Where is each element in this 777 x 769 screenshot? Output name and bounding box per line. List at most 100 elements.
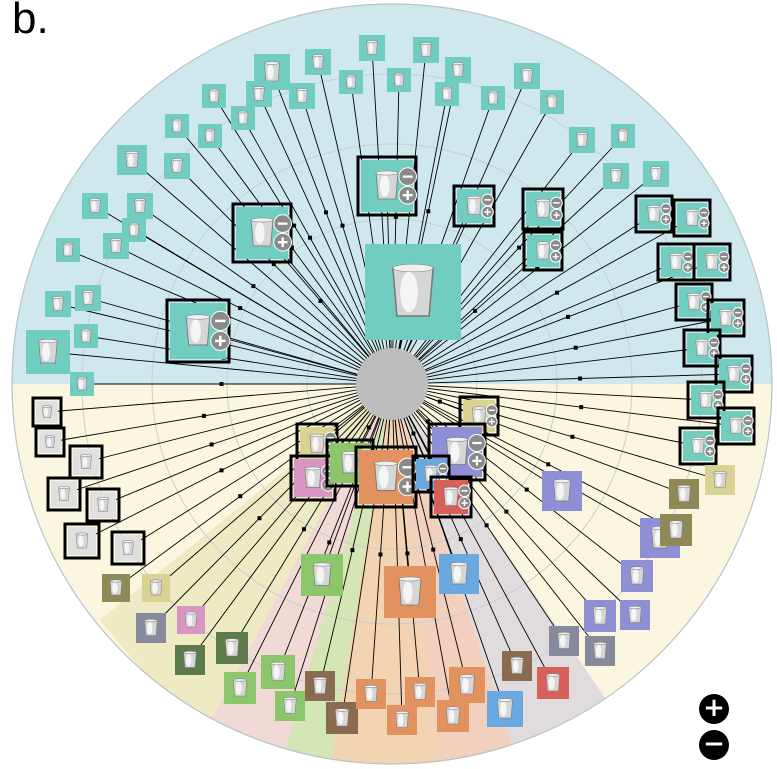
- expand-plus-icon[interactable]: [398, 185, 418, 205]
- zoom-controls[interactable]: + −: [696, 694, 732, 762]
- thumbnail-node-66[interactable]: [102, 574, 130, 602]
- subtree-node-39[interactable]: [634, 194, 674, 234]
- collapse-minus-icon[interactable]: [273, 214, 293, 233]
- subtree-node-58[interactable]: [458, 395, 500, 437]
- thumbnail-node-76[interactable]: [305, 671, 335, 701]
- thumbnail-node-26[interactable]: [103, 233, 129, 259]
- collapse-minus-icon[interactable]: [712, 389, 724, 401]
- subtree-node-35[interactable]: [165, 298, 231, 364]
- subtree-node-34[interactable]: [231, 202, 293, 264]
- subtree-node-42[interactable]: [692, 242, 732, 282]
- thumbnail-node-90[interactable]: [584, 600, 616, 632]
- thumbnail-node-71[interactable]: [175, 645, 205, 675]
- expand-plus-icon[interactable]: [485, 415, 498, 428]
- thumbnail-node-2[interactable]: [359, 35, 385, 61]
- expand-plus-icon[interactable]: [481, 205, 494, 219]
- collapse-minus-icon[interactable]: [704, 435, 716, 447]
- collapse-minus-icon[interactable]: [485, 404, 498, 417]
- thumbnail-node-68[interactable]: [136, 613, 166, 643]
- thumbnail-node-25[interactable]: [122, 218, 146, 242]
- thumbnail-node-57[interactable]: [110, 530, 146, 566]
- expand-plus-icon[interactable]: [660, 213, 672, 225]
- thumbnail-node-21[interactable]: [117, 145, 147, 175]
- collapse-minus-icon[interactable]: [437, 463, 449, 475]
- thumbnail-node-83[interactable]: [384, 566, 436, 618]
- thumbnail-node-20[interactable]: [643, 161, 669, 187]
- subtree-node-60[interactable]: [427, 422, 487, 482]
- collapse-minus-icon[interactable]: [467, 434, 486, 452]
- collapse-minus-icon[interactable]: [210, 310, 231, 331]
- root-node[interactable]: [356, 348, 428, 420]
- thumbnail-node-84[interactable]: [439, 554, 479, 594]
- subtree-node-65[interactable]: [429, 475, 473, 519]
- collapse-minus-icon[interactable]: [481, 193, 494, 207]
- tree-nodes[interactable]: [26, 35, 756, 735]
- subtree-node-40[interactable]: [672, 198, 712, 238]
- thumbnail-node-6[interactable]: [387, 68, 411, 92]
- thumbnail-node-13[interactable]: [246, 81, 272, 107]
- thumbnail-node-77[interactable]: [326, 702, 358, 734]
- thumbnail-node-24[interactable]: [127, 193, 153, 219]
- thumbnail-node-97[interactable]: [542, 471, 582, 511]
- thumbnail-node-54[interactable]: [46, 476, 82, 512]
- thumbnail-node-69[interactable]: [177, 606, 205, 634]
- thumbnail-node-1[interactable]: [305, 49, 331, 75]
- collapse-minus-icon[interactable]: [732, 307, 744, 319]
- thumbnail-node-27[interactable]: [56, 238, 80, 262]
- expand-plus-icon[interactable]: [682, 261, 694, 273]
- collapse-minus-icon[interactable]: [458, 484, 471, 498]
- thumbnail-node-31[interactable]: [26, 330, 70, 374]
- thumbnail-node-32[interactable]: [70, 372, 94, 396]
- thumbnail-node-72[interactable]: [261, 655, 295, 689]
- expand-plus-icon[interactable]: [550, 208, 563, 222]
- thumbnail-node-4[interactable]: [445, 57, 471, 83]
- thumbnail-node-16[interactable]: [198, 124, 222, 148]
- subtree-node-49[interactable]: [678, 426, 718, 466]
- subtree-node-33[interactable]: [356, 155, 418, 217]
- thumbnail-node-9[interactable]: [481, 86, 505, 110]
- collapse-minus-icon[interactable]: [398, 167, 418, 186]
- thumbnail-node-79[interactable]: [387, 705, 417, 735]
- expand-plus-icon[interactable]: [549, 250, 562, 263]
- thumbnail-node-70[interactable]: [216, 632, 248, 664]
- thumbnail-node-92[interactable]: [621, 560, 653, 592]
- thumbnail-node-23[interactable]: [82, 193, 108, 219]
- thumbnail-node-86[interactable]: [502, 651, 532, 681]
- thumbnail-node-51[interactable]: [31, 396, 63, 428]
- thumbnail-node-55[interactable]: [85, 487, 121, 523]
- thumbnail-node-28[interactable]: [45, 291, 71, 317]
- expand-plus-icon[interactable]: [458, 496, 471, 510]
- thumbnail-node-29[interactable]: [75, 285, 101, 311]
- thumbnail-node-74[interactable]: [275, 691, 305, 721]
- thumbnail-node-85[interactable]: [487, 691, 523, 727]
- thumbnail-node-30[interactable]: [74, 324, 98, 348]
- thumbnail-node-7[interactable]: [435, 82, 459, 106]
- thumbnail-node-11[interactable]: [540, 90, 564, 114]
- collapse-minus-icon[interactable]: [660, 203, 672, 215]
- thumbnail-node-91[interactable]: [620, 600, 650, 630]
- thumbnail-node-56[interactable]: [63, 522, 101, 560]
- subtree-node-38[interactable]: [522, 230, 564, 272]
- collapse-minus-icon[interactable]: [682, 251, 694, 263]
- subtree-node-45[interactable]: [682, 328, 722, 368]
- thumbnail-node-14[interactable]: [231, 106, 255, 130]
- thumbnail-node-53[interactable]: [68, 444, 104, 480]
- subtree-node-63[interactable]: [354, 445, 418, 509]
- thumbnail-node-67[interactable]: [142, 574, 170, 602]
- thumbnail-node-5[interactable]: [339, 70, 363, 94]
- thumbnail-node-22[interactable]: [164, 153, 190, 179]
- expand-plus-icon[interactable]: [273, 232, 293, 252]
- thumbnail-node-73[interactable]: [224, 672, 256, 704]
- thumbnail-node-82[interactable]: [449, 667, 485, 703]
- subtree-node-36[interactable]: [452, 184, 496, 228]
- thumbnail-node-3[interactable]: [413, 37, 439, 63]
- subtree-node-41[interactable]: [656, 242, 696, 282]
- collapse-minus-icon[interactable]: [698, 207, 710, 219]
- subtree-node-37[interactable]: [521, 187, 565, 231]
- thumbnail-node-95[interactable]: [669, 479, 699, 509]
- thumbnail-node-75[interactable]: [301, 554, 343, 596]
- thumbnail-node-87[interactable]: [537, 667, 569, 699]
- collapse-minus-icon[interactable]: [549, 239, 562, 252]
- thumbnail-node-19[interactable]: [603, 163, 629, 189]
- zoom-out-button[interactable]: −: [699, 730, 729, 760]
